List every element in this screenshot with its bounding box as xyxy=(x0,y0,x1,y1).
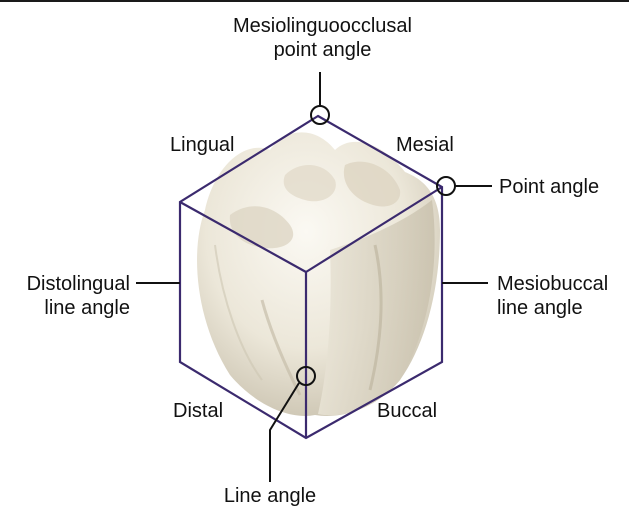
molar-illustration xyxy=(197,132,440,416)
label-line-angle: Line angle xyxy=(223,485,317,507)
label-distolingual-line2: line angle xyxy=(44,297,130,319)
cube-outline xyxy=(178,114,444,440)
label-mesial: Mesial xyxy=(396,134,454,156)
leader-line-angle xyxy=(269,382,300,482)
label-mesiolinguoocclusal-line2: point angle xyxy=(273,39,372,61)
label-distal: Distal xyxy=(173,400,224,422)
label-buccal: Buccal xyxy=(377,400,438,422)
label-point-angle: Point angle xyxy=(499,176,600,198)
label-mesiobuccal-line2: line angle xyxy=(497,297,583,319)
point-angle-top-marker xyxy=(310,105,330,125)
label-mesiolinguoocclusal-line1: Mesiolinguoocclusal xyxy=(233,15,412,37)
inner-edge-right xyxy=(305,186,443,273)
line-angle-marker xyxy=(296,366,316,386)
label-distolingual-line1: Distolingual xyxy=(26,273,130,295)
label-mesiobuccal-line1: Mesiobuccal xyxy=(497,273,609,295)
label-lingual: Lingual xyxy=(170,134,235,156)
inner-edge-left xyxy=(179,201,307,273)
top-rule xyxy=(0,0,629,2)
